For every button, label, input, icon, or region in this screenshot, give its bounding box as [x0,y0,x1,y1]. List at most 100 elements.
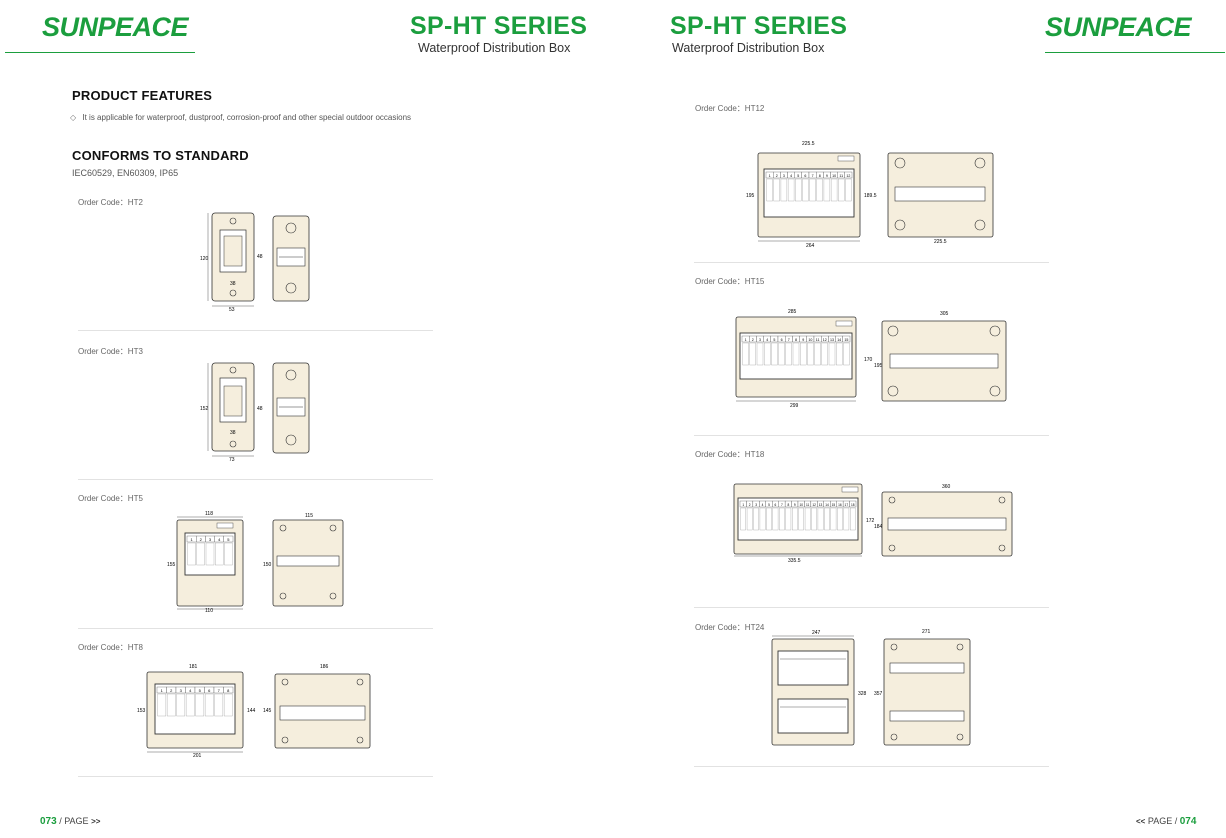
features-item: ◇ It is applicable for waterproof, dustp… [70,113,411,122]
ht12-dim-inner: 189.5 [864,193,877,199]
ht8-way-breaker-slot [176,693,186,717]
ht12-way-label: 5 [797,174,799,178]
page-footer-right: << PAGE / 074 [1136,816,1196,827]
ht15-way-cell [842,335,851,343]
ht12-way-breaker-slot [845,178,852,202]
ht8-way-label: 8 [227,688,230,693]
ht8-way-breaker-slot [157,693,167,717]
ht24-dim-inner: 328 [858,691,867,697]
ht18-way-breaker-slot [779,507,785,531]
ht5-way-label: 4 [218,537,221,542]
ht8-dim-bottom: 201 [193,753,202,759]
ht3-dim-width: 73 [229,457,235,463]
ht24-dim-rear-height: 357 [874,691,883,697]
ht15-way-breaker-slot [756,342,764,366]
ht18-way-label: 13 [819,503,823,507]
ht12-way-breaker-slot [802,178,809,202]
ht8-way-label: 2 [170,688,173,693]
ht15-way-breaker-slot [800,342,807,366]
ht18-way-breaker-slot [843,507,850,531]
series-subtitle-right: Waterproof Distribution Box [672,41,825,55]
ht5-way-label: 3 [209,537,212,542]
ht8-way-breaker-slot [214,693,224,717]
ht8-way-label: 3 [180,688,183,693]
ht18-way-breaker-slot [740,507,746,531]
ht18-way-breaker-slot [766,507,772,531]
ht15-way-label: 7 [788,338,790,342]
ht12-way-label: 2 [776,174,778,178]
ht15-way-label: 13 [830,338,834,342]
ht18-way-label: 14 [825,503,829,507]
ht18-way-breaker-slot [772,507,779,531]
order-code-ht3: Order Code：HT3 [78,347,143,356]
ht5-dim-bottom: 110 [205,608,213,613]
ht15-way-label: 1 [745,338,747,342]
ht12-way-label: 6 [804,174,806,178]
ht15-way-breaker-slot [749,342,756,366]
ht8-way-breaker-slot [185,693,195,717]
brand-logo-right: SUNPEACE [1045,12,1192,42]
page-arrows-left: >> [91,817,101,826]
ht15-way-breaker-slot [828,342,836,366]
ht18-way-breaker-slot [804,507,811,531]
ht8-way-breaker-slot [195,693,205,717]
ht8-way-breaker-slot [223,693,233,717]
ht2-dim-width: 53 [229,307,235,313]
ht8-dim-rear-top: 186 [320,664,329,670]
ht12-way-breaker-slot [773,178,780,202]
ht18-way-breaker-slot [785,507,792,531]
ht15-way-label: 14 [837,338,841,342]
ht18-way-label: 12 [812,503,816,507]
ht5-way-label: 1 [190,537,193,542]
ht18-way-breaker-slot [792,507,798,531]
ht8-way-breaker-slot [204,693,214,717]
ht15-dim-bottom: 299 [790,403,799,409]
ht15-dim-rear-top: 305 [940,311,949,317]
page-number-left: 073 [40,816,57,827]
order-code-ht24: Order Code：HT24 [695,623,765,632]
separator [78,330,433,331]
order-code-ht15: Order Code：HT15 [695,277,765,286]
ht12-dim-rear-bottom: 225.5 [934,239,947,245]
ht8-way-label: 4 [189,688,192,693]
ht18-way-breaker-slot [850,507,856,531]
ht18-way-label: 1 [742,503,744,507]
ht12-way-label: 11 [839,174,843,178]
ht8-dim-top: 181 [189,664,198,670]
ht15-way-breaker-slot [821,342,828,366]
separator [694,607,1049,608]
ht12-way-label: 9 [826,174,828,178]
ht12-way-label: 1 [769,174,771,178]
separator [694,262,1049,263]
ht18-way-cell [849,500,857,508]
separator [694,435,1049,436]
ht8-dim-inner: 144 [247,708,256,714]
ht18-way-label: 4 [762,503,764,507]
ht5-way-cell [223,535,234,543]
ht15-way-label: 10 [808,338,812,342]
ht18-way-label: 15 [832,503,836,507]
separator [78,776,433,777]
ht18-way-label: 17 [845,503,849,507]
ht12-dim-height: 195 [746,193,755,199]
order-code-ht18: Order Code：HT18 [695,450,765,459]
ht18-way-breaker-slot [746,507,753,531]
ht12-way-breaker-slot [830,178,838,202]
ht5-way-label: 5 [227,537,230,542]
ht3-dim-inner: 48 [257,406,263,412]
ht18-dim-bottom: 335.5 [788,558,801,564]
order-code-ht12: Order Code：HT12 [695,104,765,113]
ht8-way-cell [223,686,234,694]
ht18-way-label: 10 [799,503,803,507]
ht12-way-label: 3 [783,174,785,178]
ht2-dim-din: 38 [230,281,236,287]
ht8-way-label: 6 [208,688,211,693]
ht18-way-label: 11 [806,503,810,507]
series-title-left: SP-HT SERIES [410,12,588,40]
series-title-right: SP-HT SERIES [670,12,848,40]
ht3-dim-height: 152 [200,406,209,412]
